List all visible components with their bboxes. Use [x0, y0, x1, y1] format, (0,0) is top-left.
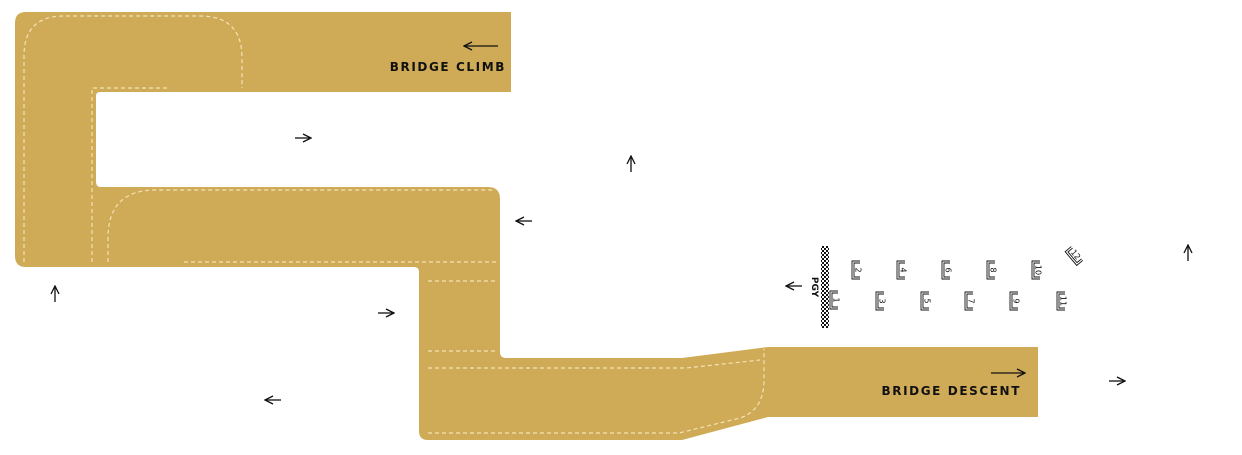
grid-slot: 7: [964, 291, 976, 311]
grid-box-icon: [829, 290, 838, 310]
bridge-descent-label: BRIDGE DESCENT: [882, 384, 1021, 398]
track-body: [15, 12, 1038, 440]
grid-marker-label: PGY: [809, 277, 819, 298]
grid-slot: 5: [920, 291, 932, 311]
grid-box-icon: [1056, 291, 1065, 311]
grid-slot: 2: [851, 260, 863, 280]
grid-slot: 6: [941, 260, 953, 280]
lane-line: [107, 189, 493, 262]
grid-box-icon: [875, 291, 884, 311]
grid-slot-number: 3: [878, 298, 887, 303]
grid-slot: 12: [1064, 246, 1084, 267]
grid-slot: 1: [829, 290, 841, 310]
grid-slot: 8: [986, 260, 998, 280]
grid-box-icon: [986, 260, 995, 280]
grid-slot-number: 9: [1012, 298, 1021, 303]
track-surface: [15, 12, 1038, 440]
grid-box-icon: [1064, 246, 1084, 267]
grid-box-icon: [896, 260, 905, 280]
grid-slot-number: 6: [944, 267, 953, 272]
lane-line: [91, 87, 168, 262]
lane-line: [428, 359, 761, 369]
grid-slot: 11: [1056, 291, 1068, 311]
grid-slot: 4: [896, 260, 908, 280]
direction-arrows: [55, 46, 1188, 400]
label-group: BRIDGE CLIMB BRIDGE DESCENT: [390, 60, 1021, 398]
grid-box-icon: [920, 291, 929, 311]
grid-slot-number: 11: [1059, 296, 1068, 306]
grid-box-icon: [941, 260, 950, 280]
grid-slot-number: 4: [899, 267, 908, 272]
grid-box-icon: [1031, 260, 1040, 280]
grid-slot-number: 1: [832, 297, 841, 302]
grid-box-icon: [851, 260, 860, 280]
grid-box-icon: [1009, 291, 1018, 311]
grid-slot-number: 2: [854, 267, 863, 272]
grid-slot-number: 7: [967, 298, 976, 303]
checkered-start-line-icon: [821, 246, 829, 328]
grid-box-icon: [964, 291, 973, 311]
grid-slot: 3: [875, 291, 887, 311]
lane-lines: [23, 15, 765, 434]
grid-slot: 9: [1009, 291, 1021, 311]
grid-slot-number: 8: [989, 267, 998, 272]
bridge-climb-label: BRIDGE CLIMB: [390, 60, 506, 74]
grid-slot-number: 10: [1034, 265, 1043, 275]
grid-slot: 10: [1031, 260, 1043, 280]
grid-slot-number: 5: [923, 298, 932, 303]
lane-line: [23, 15, 243, 262]
